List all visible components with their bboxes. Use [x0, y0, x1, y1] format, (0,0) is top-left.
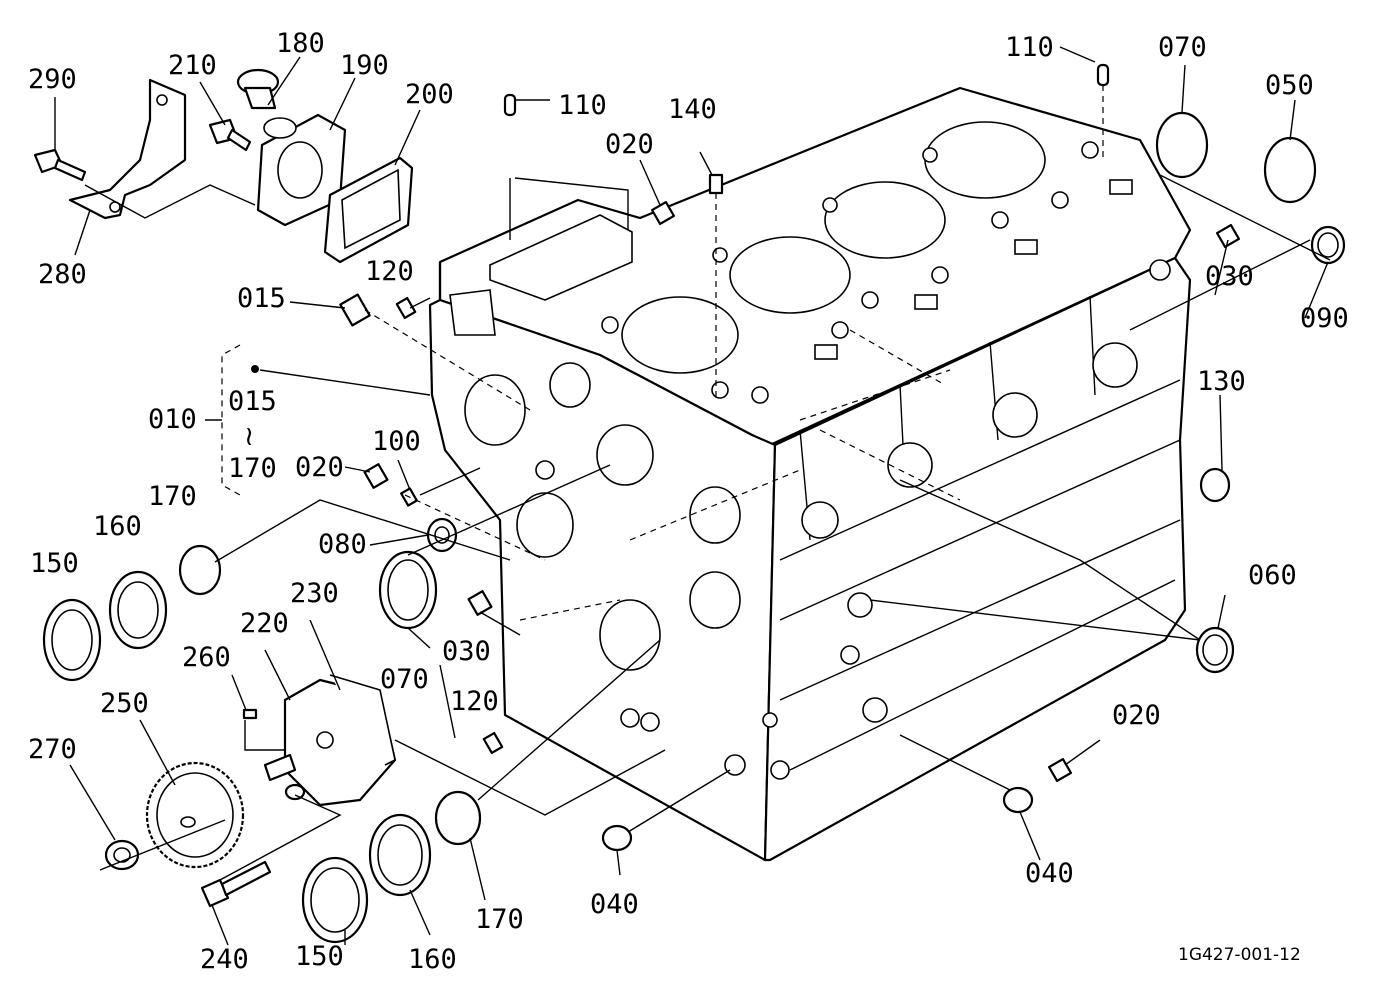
callout-100: 100: [372, 426, 421, 457]
callout-170-left: 170: [148, 481, 197, 512]
nut-270: [104, 839, 140, 871]
callout-170-bottom: 170: [475, 904, 524, 935]
callout-240: 240: [200, 944, 249, 975]
callout-120-bottom: 120: [450, 686, 499, 717]
bracket-280: [68, 78, 187, 220]
callout-070-left: 070: [380, 664, 429, 695]
small-parts-left: [242, 293, 504, 755]
callout-160-bottom: 160: [408, 944, 457, 975]
oil-pump-220: [263, 674, 397, 807]
gasket-200: [323, 156, 414, 264]
parts-lower-right: [601, 467, 1235, 852]
plug-180: [236, 68, 280, 110]
cover-190: [256, 113, 347, 227]
cylinder-block: [428, 86, 1192, 862]
bolt-290: [33, 148, 87, 182]
callout-260: 260: [182, 642, 231, 673]
callout-050: 050: [1265, 70, 1314, 101]
bolt-240: [200, 860, 272, 908]
callout-015-range: 015: [228, 386, 277, 417]
callout-110-left: 110: [558, 90, 607, 121]
bushing-set-bottom: [301, 790, 482, 944]
callout-170-range: 170: [228, 453, 277, 484]
callout-080: 080: [318, 529, 367, 560]
callout-270: 270: [28, 734, 77, 765]
callout-190: 190: [340, 50, 389, 81]
callout-040-right: 040: [1025, 858, 1074, 889]
callout-020-top: 020: [605, 129, 654, 160]
callout-030-left: 030: [442, 636, 491, 667]
callout-210: 210: [168, 50, 217, 81]
callout-labels: 290 210 180 190 200 280 110 110 020 140 …: [28, 28, 1349, 975]
callout-010: 010: [148, 404, 197, 435]
callout-150-bottom: 150: [295, 941, 344, 972]
callout-020-left: 020: [295, 452, 344, 483]
callout-230: 230: [290, 578, 339, 609]
callout-030-right: 030: [1205, 261, 1254, 292]
callout-140: 140: [668, 94, 717, 125]
callout-220: 220: [240, 608, 289, 639]
bolt-210: [208, 118, 252, 152]
callout-020-right: 020: [1112, 700, 1161, 731]
callout-070-top: 070: [1158, 32, 1207, 63]
callout-110-right: 110: [1005, 32, 1054, 63]
leader-lines: [54, 46, 1331, 946]
callout-130: 130: [1197, 366, 1246, 397]
diagram-code: 1G427-001-12: [1178, 945, 1301, 965]
callout-090: 090: [1300, 303, 1349, 334]
callout-040-bottom: 040: [590, 889, 639, 920]
callout-200: 200: [405, 79, 454, 110]
callout-280: 280: [38, 259, 87, 290]
callout-015-top: 015: [237, 283, 286, 314]
callout-060: 060: [1248, 560, 1297, 591]
callout-250: 250: [100, 688, 149, 719]
callout-290: 290: [28, 64, 77, 95]
callout-120-top: 120: [365, 256, 414, 287]
range-separator: ≀: [244, 421, 254, 452]
plug-070-left: [378, 550, 438, 630]
callout-180: 180: [276, 28, 325, 59]
callout-150-left: 150: [30, 548, 79, 579]
plugs-top-right: [650, 111, 1346, 265]
callout-160-left: 160: [93, 511, 142, 542]
gear-250: [145, 761, 245, 869]
bushing-set-left: [42, 544, 222, 682]
